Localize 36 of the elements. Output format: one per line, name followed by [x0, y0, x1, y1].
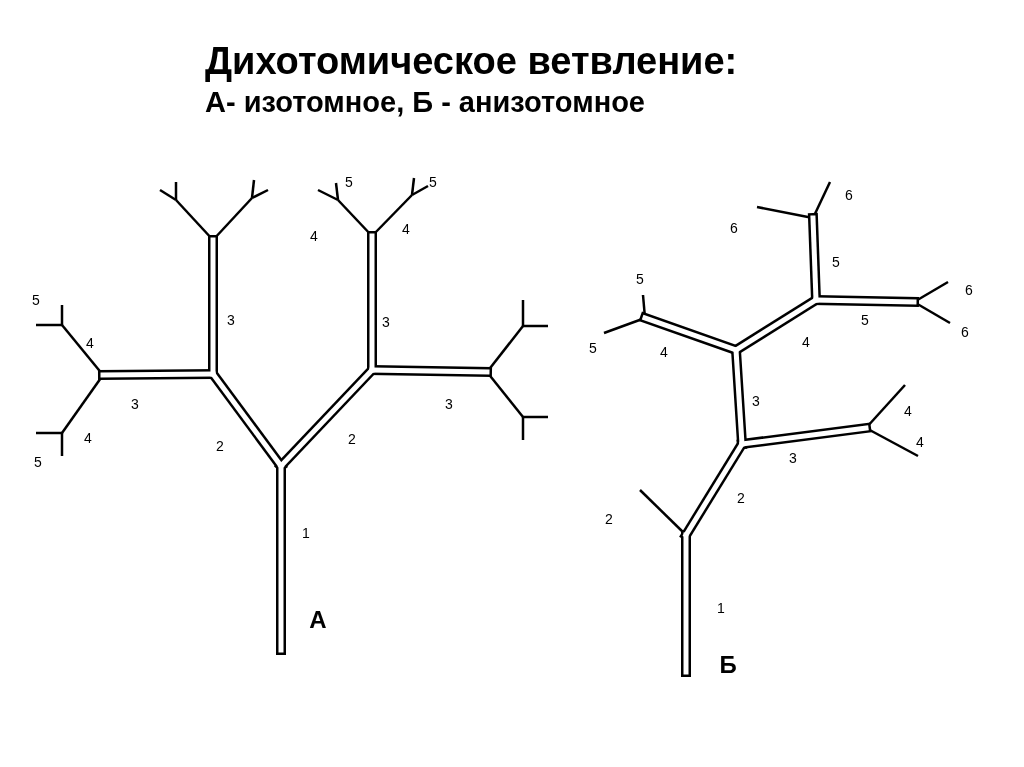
branch-order-number: 4 [916, 435, 924, 449]
branch-order-number: 6 [730, 221, 738, 235]
branch-order-number: 6 [845, 188, 853, 202]
tree-letter: Б [719, 653, 737, 677]
branch-order-number: 4 [660, 345, 668, 359]
branch-order-number: 5 [832, 255, 840, 269]
title: Дихотомическое ветвление: [205, 39, 738, 84]
branch-order-number: 4 [310, 229, 318, 243]
branch-order-number: 3 [382, 315, 390, 329]
branch-order-number: 3 [789, 451, 797, 465]
branch-order-number: 6 [961, 325, 969, 339]
branch-order-number: 2 [348, 432, 356, 446]
branch-order-number: 6 [965, 283, 973, 297]
branch-order-number: 1 [302, 526, 310, 540]
branch-order-number: 3 [752, 394, 760, 408]
branch-order-number: 3 [227, 313, 235, 327]
branch-order-number: 2 [216, 439, 224, 453]
branch-order-number: 3 [131, 397, 139, 411]
branch-order-number: 1 [717, 601, 725, 615]
branch-order-number: 4 [86, 336, 94, 350]
branch-order-number: 2 [737, 491, 745, 505]
branch-order-number: 4 [802, 335, 810, 349]
tree-letter: А [309, 608, 327, 632]
branch-order-number: 5 [429, 175, 437, 189]
branch-order-number: 5 [589, 341, 597, 355]
branch-order-number: 5 [34, 455, 42, 469]
branch-order-number: 5 [636, 272, 644, 286]
subtitle: А- изотомное, Б - анизотомное [205, 85, 645, 120]
branch-order-number: 5 [345, 175, 353, 189]
branch-order-number: 5 [861, 313, 869, 327]
branch-order-number: 5 [32, 293, 40, 307]
branch-order-number: 4 [402, 222, 410, 236]
branch-order-number: 2 [605, 512, 613, 526]
branch-order-number: 4 [904, 404, 912, 418]
branch-order-number: 3 [445, 397, 453, 411]
branch-order-number: 4 [84, 431, 92, 445]
